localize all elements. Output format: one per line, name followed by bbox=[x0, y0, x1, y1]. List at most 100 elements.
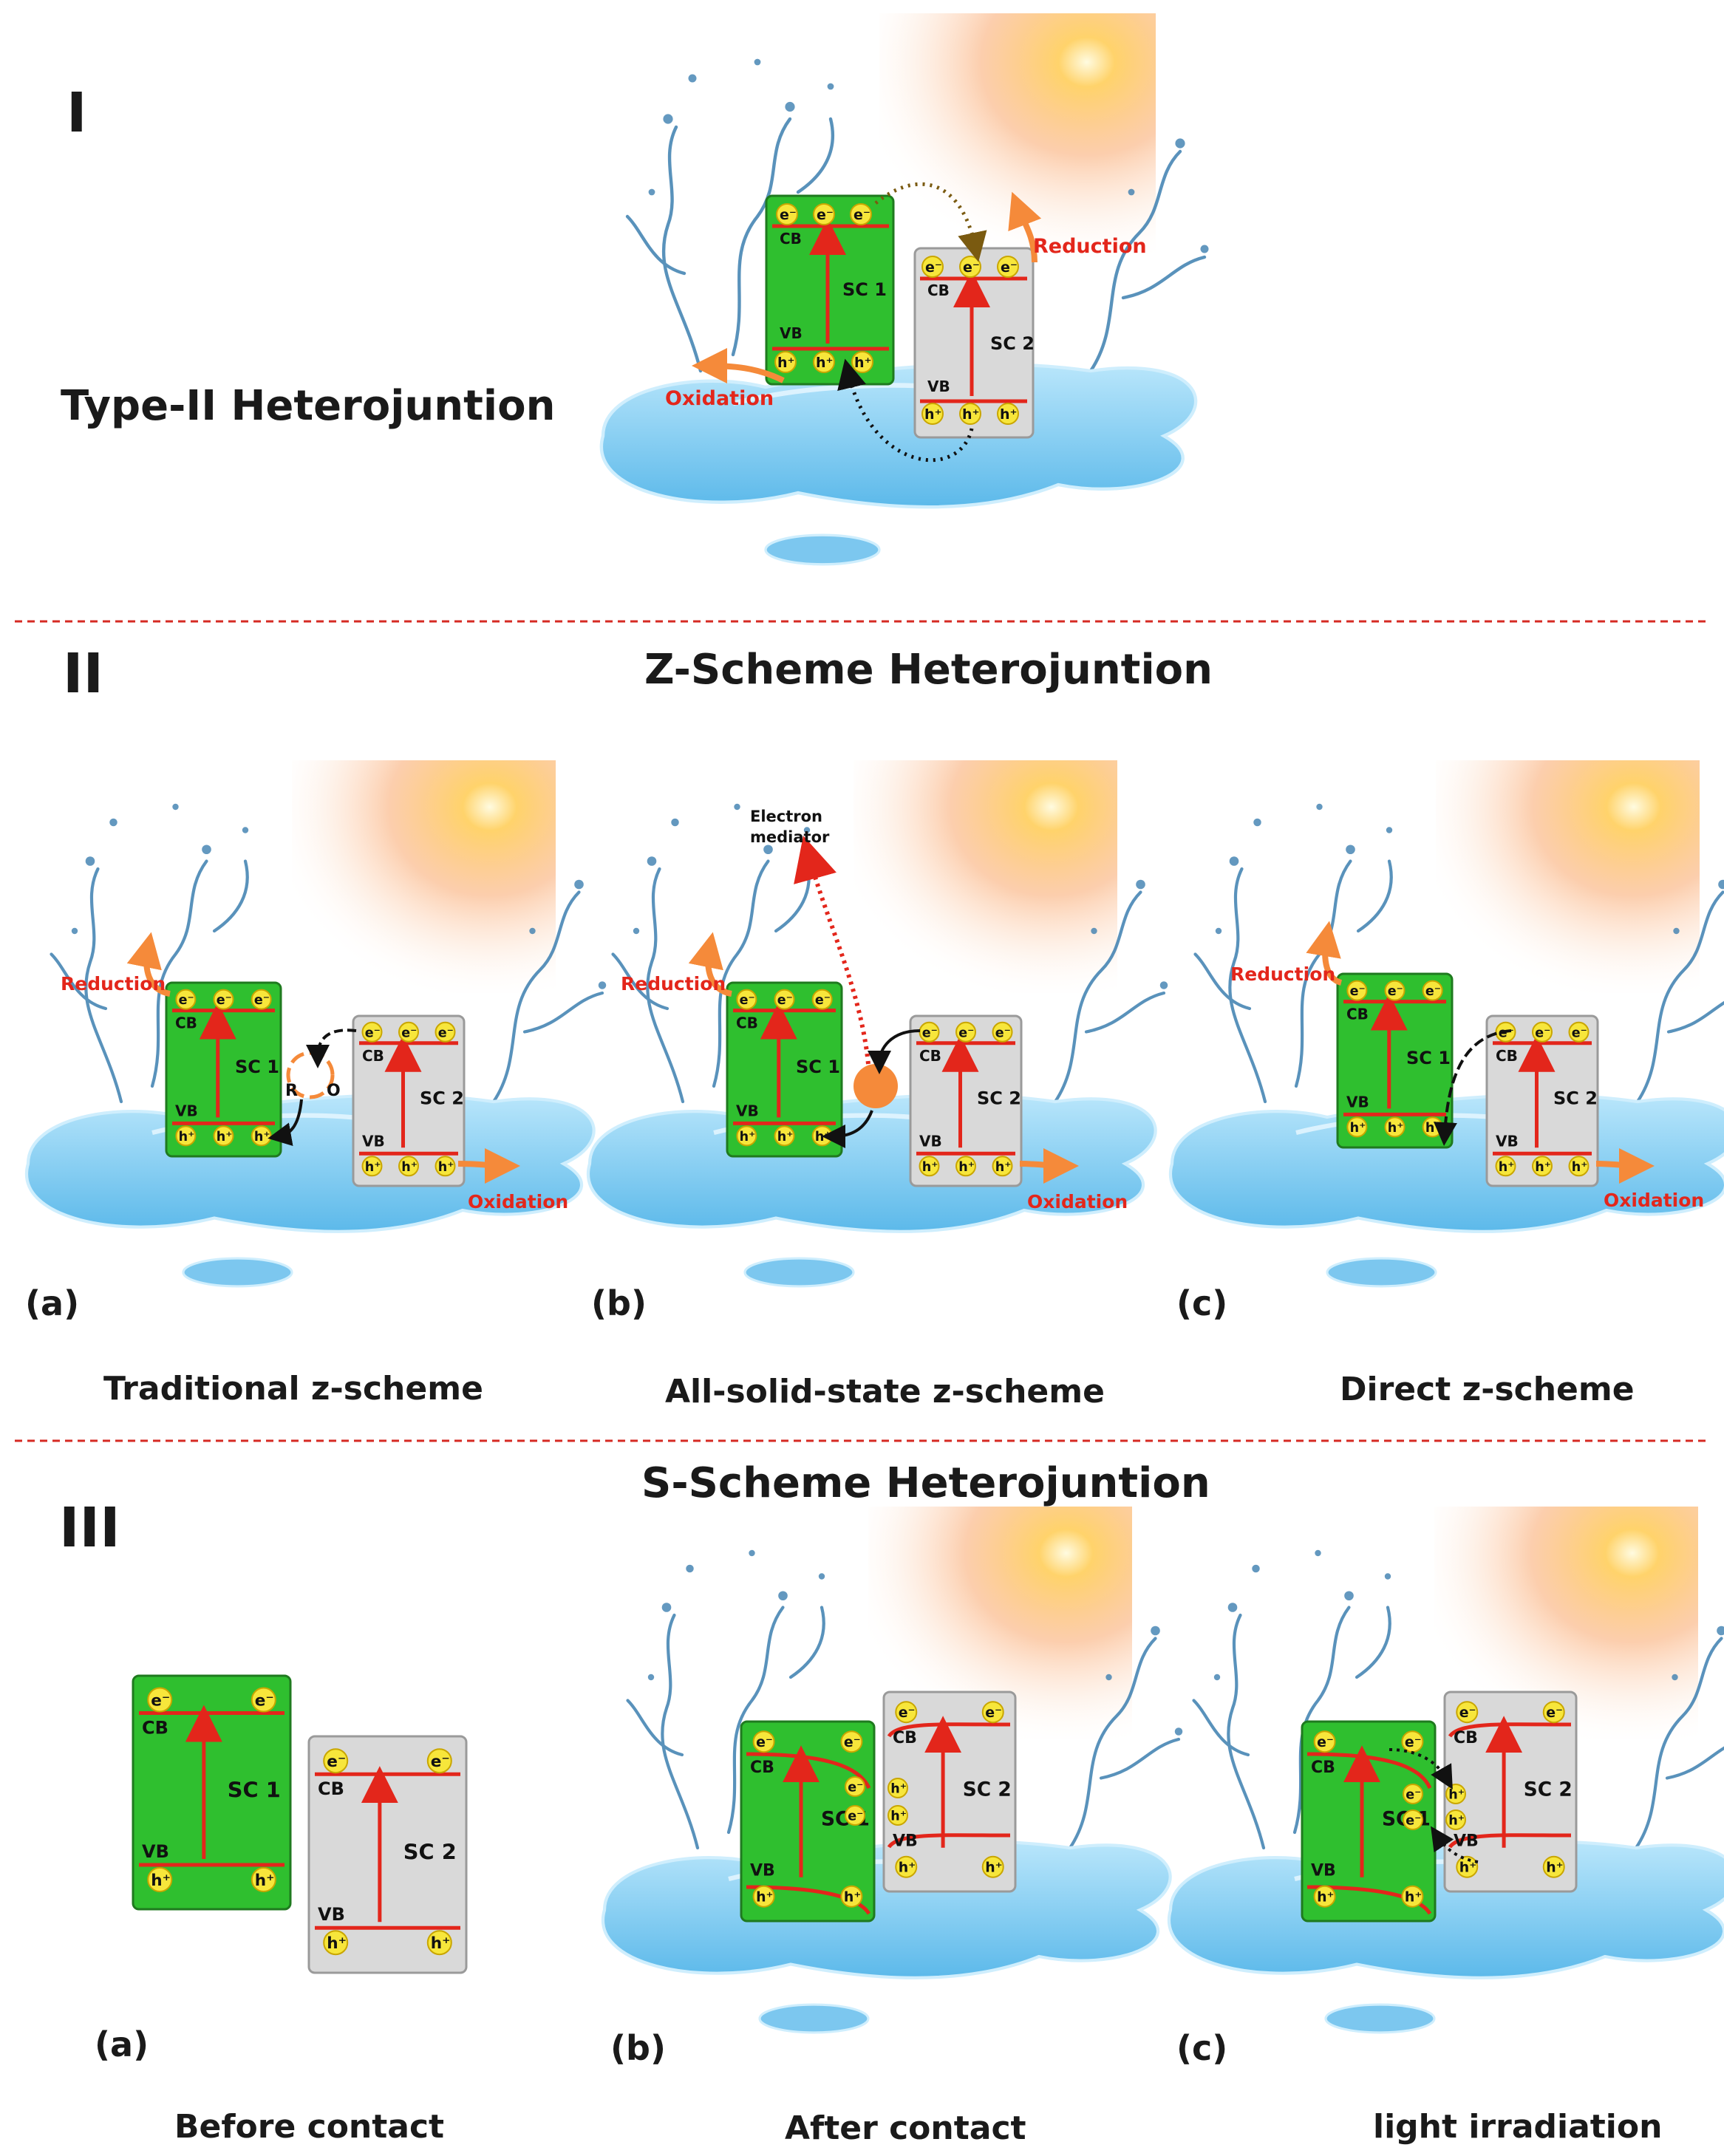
hole: h⁺ bbox=[147, 1866, 173, 1892]
hole: h⁺ bbox=[895, 1855, 918, 1878]
cb-label: CB bbox=[1454, 1729, 1478, 1747]
panel-tag: (c) bbox=[1176, 2028, 1227, 2068]
electron: e⁻ bbox=[1456, 1701, 1479, 1724]
reaction-arrow bbox=[688, 932, 732, 997]
electron: e⁻ bbox=[776, 203, 798, 225]
hole: h⁺ bbox=[774, 351, 797, 373]
reaction-arrow bbox=[1019, 1147, 1079, 1184]
svg-text:e⁻: e⁻ bbox=[1001, 259, 1018, 276]
svg-text:h⁺: h⁺ bbox=[777, 355, 795, 371]
svg-text:h⁺: h⁺ bbox=[151, 1872, 171, 1890]
vb-label: VB bbox=[750, 1862, 775, 1880]
panel-tag: (a) bbox=[25, 1283, 79, 1323]
electron: e⁻ bbox=[921, 256, 944, 278]
svg-text:h⁺: h⁺ bbox=[756, 1889, 773, 1906]
hole: h⁺ bbox=[1456, 1855, 1479, 1878]
hole: h⁺ bbox=[921, 403, 944, 425]
svg-text:e⁻: e⁻ bbox=[401, 1026, 417, 1040]
hole: h⁺ bbox=[981, 1855, 1004, 1878]
hole: h⁺ bbox=[1401, 1885, 1424, 1908]
section-I: I Type-II Heterojuntion CB VB SC 1 e⁻ e⁻… bbox=[61, 13, 1209, 564]
sc1-label: SC 1 bbox=[842, 279, 887, 300]
section-title: Z-Scheme Heterojuntion bbox=[644, 646, 1213, 694]
electron: e⁻ bbox=[981, 1701, 1004, 1724]
electron: e⁻ bbox=[845, 1776, 865, 1797]
hole: h⁺ bbox=[992, 1156, 1013, 1177]
electron: e⁻ bbox=[992, 1021, 1013, 1043]
hole: h⁺ bbox=[175, 1125, 197, 1147]
svg-text:h⁺: h⁺ bbox=[777, 1130, 794, 1144]
electron: e⁻ bbox=[1542, 1701, 1565, 1724]
svg-text:h⁺: h⁺ bbox=[740, 1130, 756, 1144]
svg-text:e⁻: e⁻ bbox=[899, 1705, 916, 1721]
sc2-label: SC 2 bbox=[990, 333, 1035, 354]
svg-text:e⁻: e⁻ bbox=[854, 207, 870, 223]
svg-text:h⁺: h⁺ bbox=[899, 1860, 916, 1876]
hole: h⁺ bbox=[1422, 1116, 1443, 1138]
svg-text:h⁺: h⁺ bbox=[327, 1934, 347, 1953]
electron: e⁻ bbox=[1401, 1730, 1424, 1753]
panel-tag: (c) bbox=[1176, 1283, 1227, 1323]
reaction-arrow bbox=[1306, 921, 1343, 986]
svg-text:e⁻: e⁻ bbox=[438, 1026, 454, 1040]
vb-label: VB bbox=[780, 324, 803, 342]
electron: e⁻ bbox=[1568, 1021, 1590, 1043]
section-numeral: II bbox=[63, 642, 103, 706]
svg-text:h⁺: h⁺ bbox=[438, 1160, 454, 1175]
hole: h⁺ bbox=[435, 1156, 456, 1177]
cb-label: CB bbox=[1346, 1006, 1369, 1023]
vb-label: VB bbox=[1496, 1132, 1519, 1150]
svg-text:e⁻: e⁻ bbox=[255, 1692, 274, 1710]
cb-label: CB bbox=[175, 1014, 197, 1032]
electron: e⁻ bbox=[811, 989, 833, 1010]
hole: h⁺ bbox=[919, 1156, 940, 1177]
vb-label: VB bbox=[1311, 1862, 1336, 1880]
electron: e⁻ bbox=[955, 1021, 976, 1043]
svg-text:h⁺: h⁺ bbox=[1350, 1121, 1366, 1136]
electron: e⁻ bbox=[1532, 1021, 1553, 1043]
panel-caption: Before contact bbox=[174, 2108, 444, 2146]
hole: h⁺ bbox=[1445, 1784, 1466, 1804]
svg-text:e⁻: e⁻ bbox=[1499, 1026, 1514, 1040]
hole: h⁺ bbox=[813, 351, 835, 373]
svg-text:e⁻: e⁻ bbox=[815, 993, 831, 1008]
oxidation-arrow bbox=[692, 348, 785, 384]
hole: h⁺ bbox=[887, 1805, 908, 1826]
svg-text:h⁺: h⁺ bbox=[1425, 1121, 1442, 1136]
sc2-label: SC 2 bbox=[977, 1088, 1021, 1109]
reaction-arrow bbox=[457, 1147, 520, 1184]
svg-text:e⁻: e⁻ bbox=[217, 993, 232, 1008]
svg-text:e⁻: e⁻ bbox=[179, 993, 194, 1008]
reduction-label: Reduction bbox=[61, 973, 166, 995]
reduction-label: Reduction bbox=[1230, 963, 1335, 985]
electron-mediator: Electron mediator bbox=[750, 808, 921, 1148]
sc2-block: CB VB SC 2 e⁻ e⁻ e⁻ h⁺ h⁺ h⁺ bbox=[913, 247, 1035, 439]
svg-text:h⁺: h⁺ bbox=[815, 1130, 831, 1144]
section-numeral: III bbox=[59, 1496, 120, 1560]
electron: e⁻ bbox=[323, 1748, 349, 1774]
svg-text:h⁺: h⁺ bbox=[995, 1160, 1012, 1175]
hole: h⁺ bbox=[1532, 1156, 1553, 1177]
cb-label: CB bbox=[919, 1047, 941, 1065]
electron: e⁻ bbox=[175, 989, 197, 1010]
svg-text:e⁻: e⁻ bbox=[1459, 1705, 1476, 1721]
hole: h⁺ bbox=[1384, 1116, 1406, 1138]
hole: h⁺ bbox=[361, 1156, 383, 1177]
vb-label: VB bbox=[919, 1132, 942, 1150]
reduction-label: Reduction bbox=[1033, 235, 1147, 258]
electron: e⁻ bbox=[895, 1701, 918, 1724]
panel-caption: All-solid-state z-scheme bbox=[665, 1373, 1105, 1410]
vb-label: VB bbox=[736, 1102, 759, 1119]
type-II-illustration bbox=[602, 13, 1209, 564]
svg-text:h⁺: h⁺ bbox=[985, 1860, 1002, 1876]
